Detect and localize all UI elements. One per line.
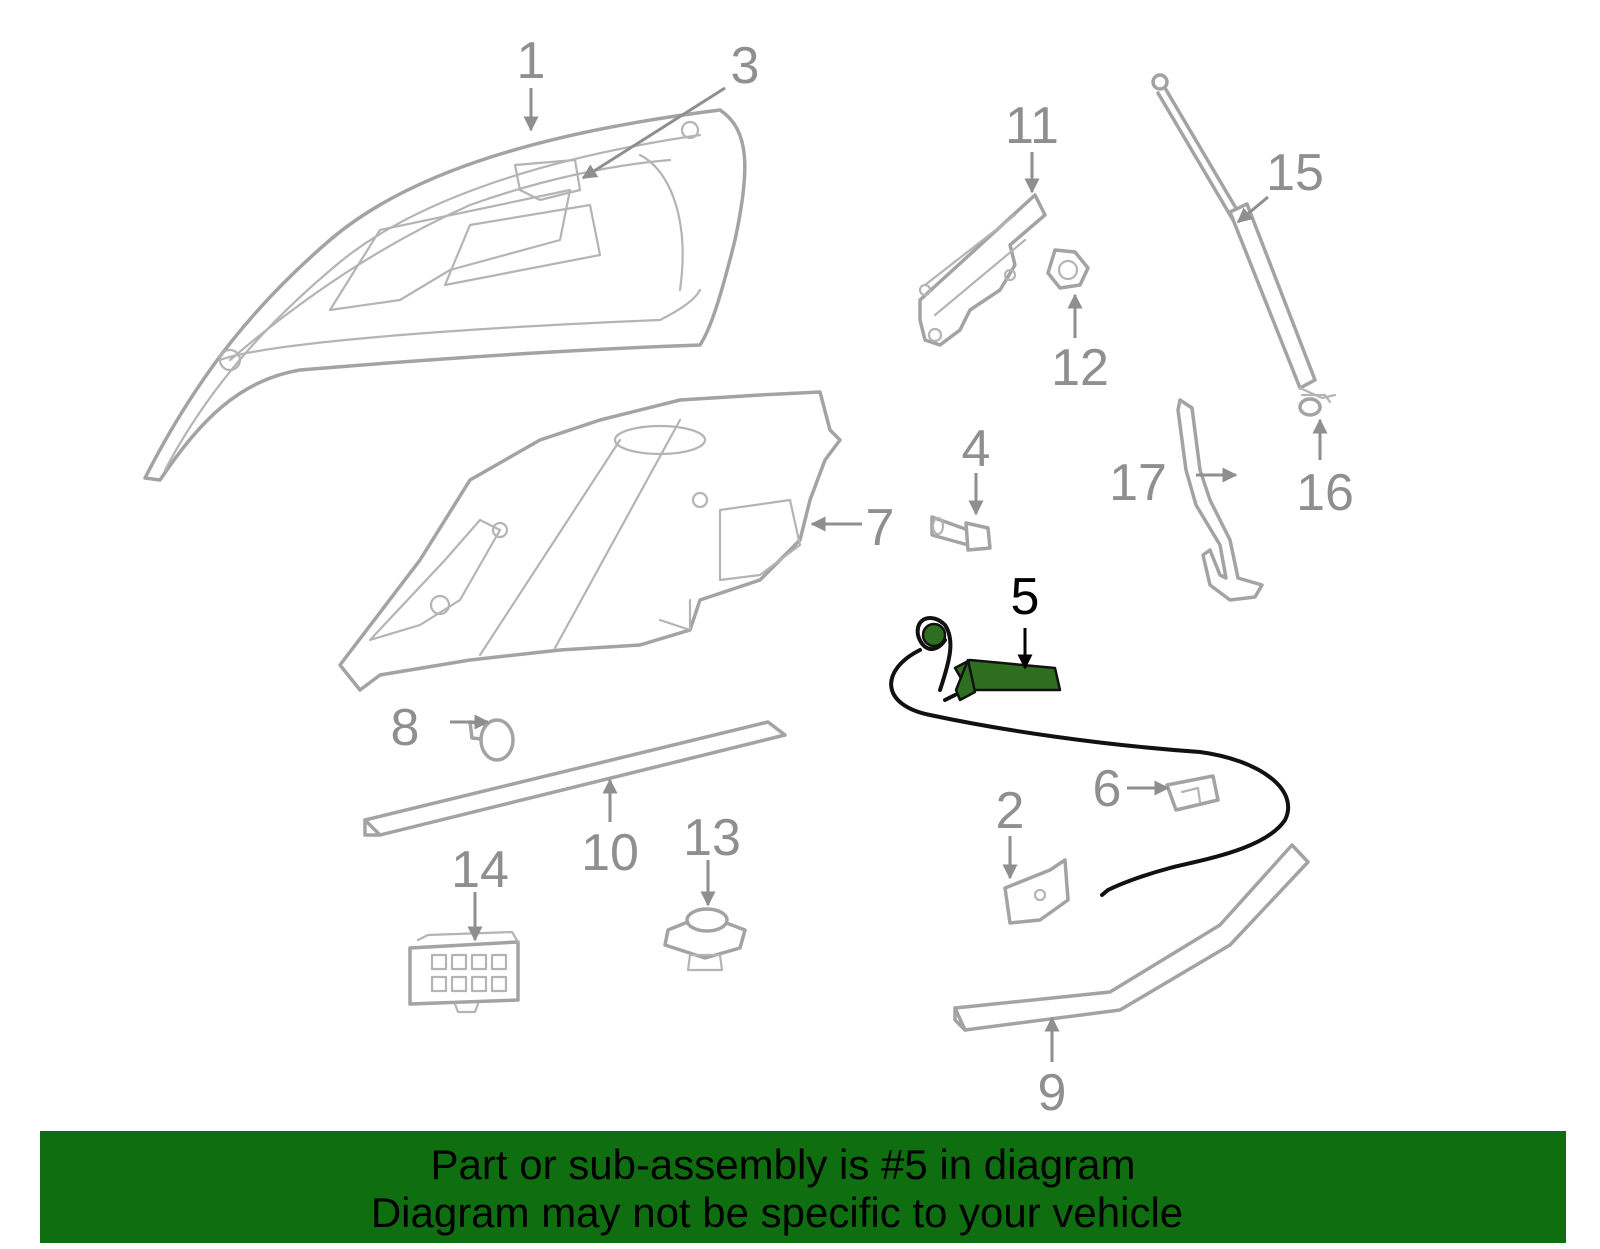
callout-4: 4 xyxy=(962,420,991,478)
callout-10: 10 xyxy=(581,824,639,882)
part-7-hood-insulator xyxy=(338,390,842,692)
callout-17: 17 xyxy=(1109,454,1167,512)
callout-3: 3 xyxy=(731,37,760,95)
part-1-hood xyxy=(143,108,747,482)
part-9-seal xyxy=(953,843,1310,1032)
part-14-connector xyxy=(408,930,520,1014)
callout-14: 14 xyxy=(451,841,509,899)
part-5-hood-release-cable xyxy=(889,615,1291,897)
banner-part-notice: Part or sub-assembly is #5 in diagram xyxy=(430,1141,1136,1188)
part-8-push-pin xyxy=(468,718,515,762)
callout-15: 15 xyxy=(1266,144,1324,202)
callout-6: 6 xyxy=(1093,760,1122,818)
callout-9: 9 xyxy=(1038,1064,1067,1122)
callout-1: 1 xyxy=(517,32,546,90)
callout-16: 16 xyxy=(1296,464,1354,522)
part-10-weatherstrip xyxy=(363,720,787,837)
callout-2: 2 xyxy=(996,782,1025,840)
callout-labels: 1 2 3 4 5 6 7 8 9 10 11 12 13 14 15 16 1… xyxy=(391,32,1354,1122)
part-13-clip xyxy=(663,907,747,972)
part-16-stud xyxy=(1298,393,1332,417)
part-6-clip-nut xyxy=(1165,774,1220,812)
part-11-latch-bracket xyxy=(918,193,1047,347)
leader-lines xyxy=(450,86,1328,1062)
part-2-bracket xyxy=(1003,858,1070,925)
callout-7: 7 xyxy=(866,499,895,557)
part-12-nut xyxy=(1046,248,1090,290)
callout-11: 11 xyxy=(1005,97,1059,155)
callout-8: 8 xyxy=(391,699,420,757)
info-banner: Part or sub-assembly is #5 in diagram Di… xyxy=(40,1131,1566,1243)
callout-5: 5 xyxy=(1011,568,1040,626)
callout-12: 12 xyxy=(1051,339,1109,397)
part-4-bolt xyxy=(930,515,992,552)
banner-disclaimer: Diagram may not be specific to your vehi… xyxy=(370,1189,1184,1236)
part-15-hood-strut xyxy=(1151,73,1337,400)
part-17-prop-rod xyxy=(1176,398,1264,602)
callout-13: 13 xyxy=(683,809,741,867)
